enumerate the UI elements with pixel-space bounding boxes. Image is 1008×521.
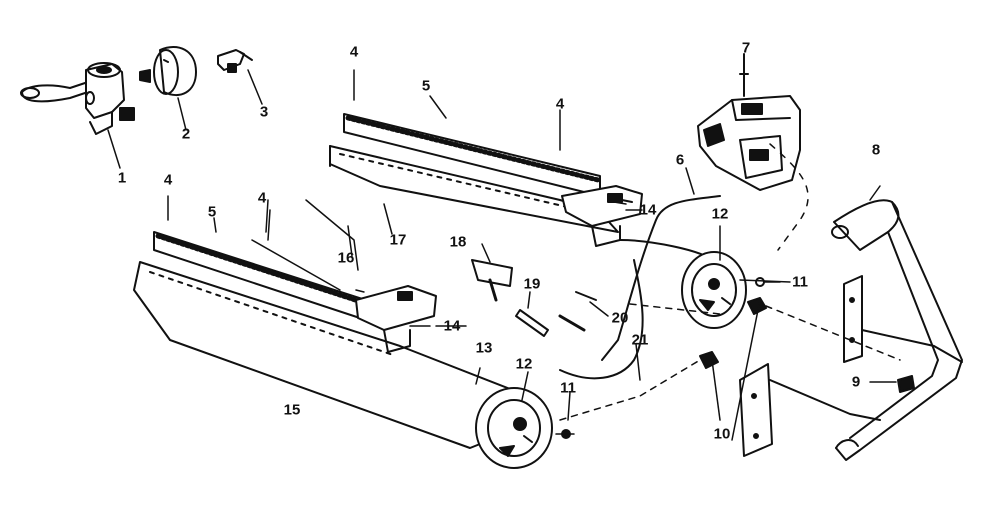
callout-3: 3	[259, 103, 269, 121]
callout-8: 8	[871, 141, 881, 159]
callout-6: 6	[675, 151, 685, 169]
callout-7: 7	[741, 39, 751, 57]
callout-5-lower: 5	[207, 203, 217, 221]
mounting-bracket-lower	[739, 363, 881, 457]
callout-2: 2	[181, 125, 191, 143]
callout-20: 20	[611, 309, 629, 327]
callout-14-lower: 14	[443, 317, 461, 335]
callout-13: 13	[475, 339, 493, 357]
mounting-bracket-upper	[843, 275, 963, 363]
callout-15: 15	[283, 401, 301, 419]
callout-10: 10	[713, 425, 731, 443]
lower-tube-end-cap	[475, 387, 553, 469]
callout-11-lower: 11	[560, 379, 576, 397]
callout-4-upper-left: 4	[349, 43, 359, 61]
callout-18: 18	[449, 233, 467, 251]
pilot-tube	[601, 195, 721, 361]
callout-1: 1	[117, 169, 127, 187]
upper-burner-assembly	[329, 113, 643, 247]
gas-cock-part	[20, 62, 135, 135]
callout-11-right: 11	[792, 273, 808, 291]
callout-16: 16	[337, 249, 355, 267]
callout-9: 9	[851, 373, 861, 391]
callout-5-upper: 5	[421, 77, 431, 95]
orifice-fittings	[561, 277, 915, 439]
callout-arrows	[107, 69, 897, 421]
callout-19: 19	[523, 275, 541, 293]
thermocouple-tube	[559, 259, 644, 380]
callout-12-lower: 12	[515, 355, 533, 373]
callout-4-lower-mid: 4	[257, 189, 267, 207]
callout-4-upper-right: 4	[555, 95, 565, 113]
gas-control-valve	[697, 53, 801, 191]
callout-14-upper: 14	[639, 201, 657, 219]
fitting-part	[217, 49, 253, 73]
callout-21: 21	[631, 331, 649, 349]
callout-4-lower-left: 4	[163, 171, 173, 189]
thermostat-dial-part	[139, 45, 197, 97]
leader-lines	[251, 143, 901, 441]
pilot-assembly	[471, 259, 597, 337]
manifold-pipe	[831, 199, 963, 461]
upper-tube-end-cap	[619, 239, 747, 329]
callout-12-upper: 12	[711, 205, 729, 223]
callout-17: 17	[389, 231, 407, 249]
